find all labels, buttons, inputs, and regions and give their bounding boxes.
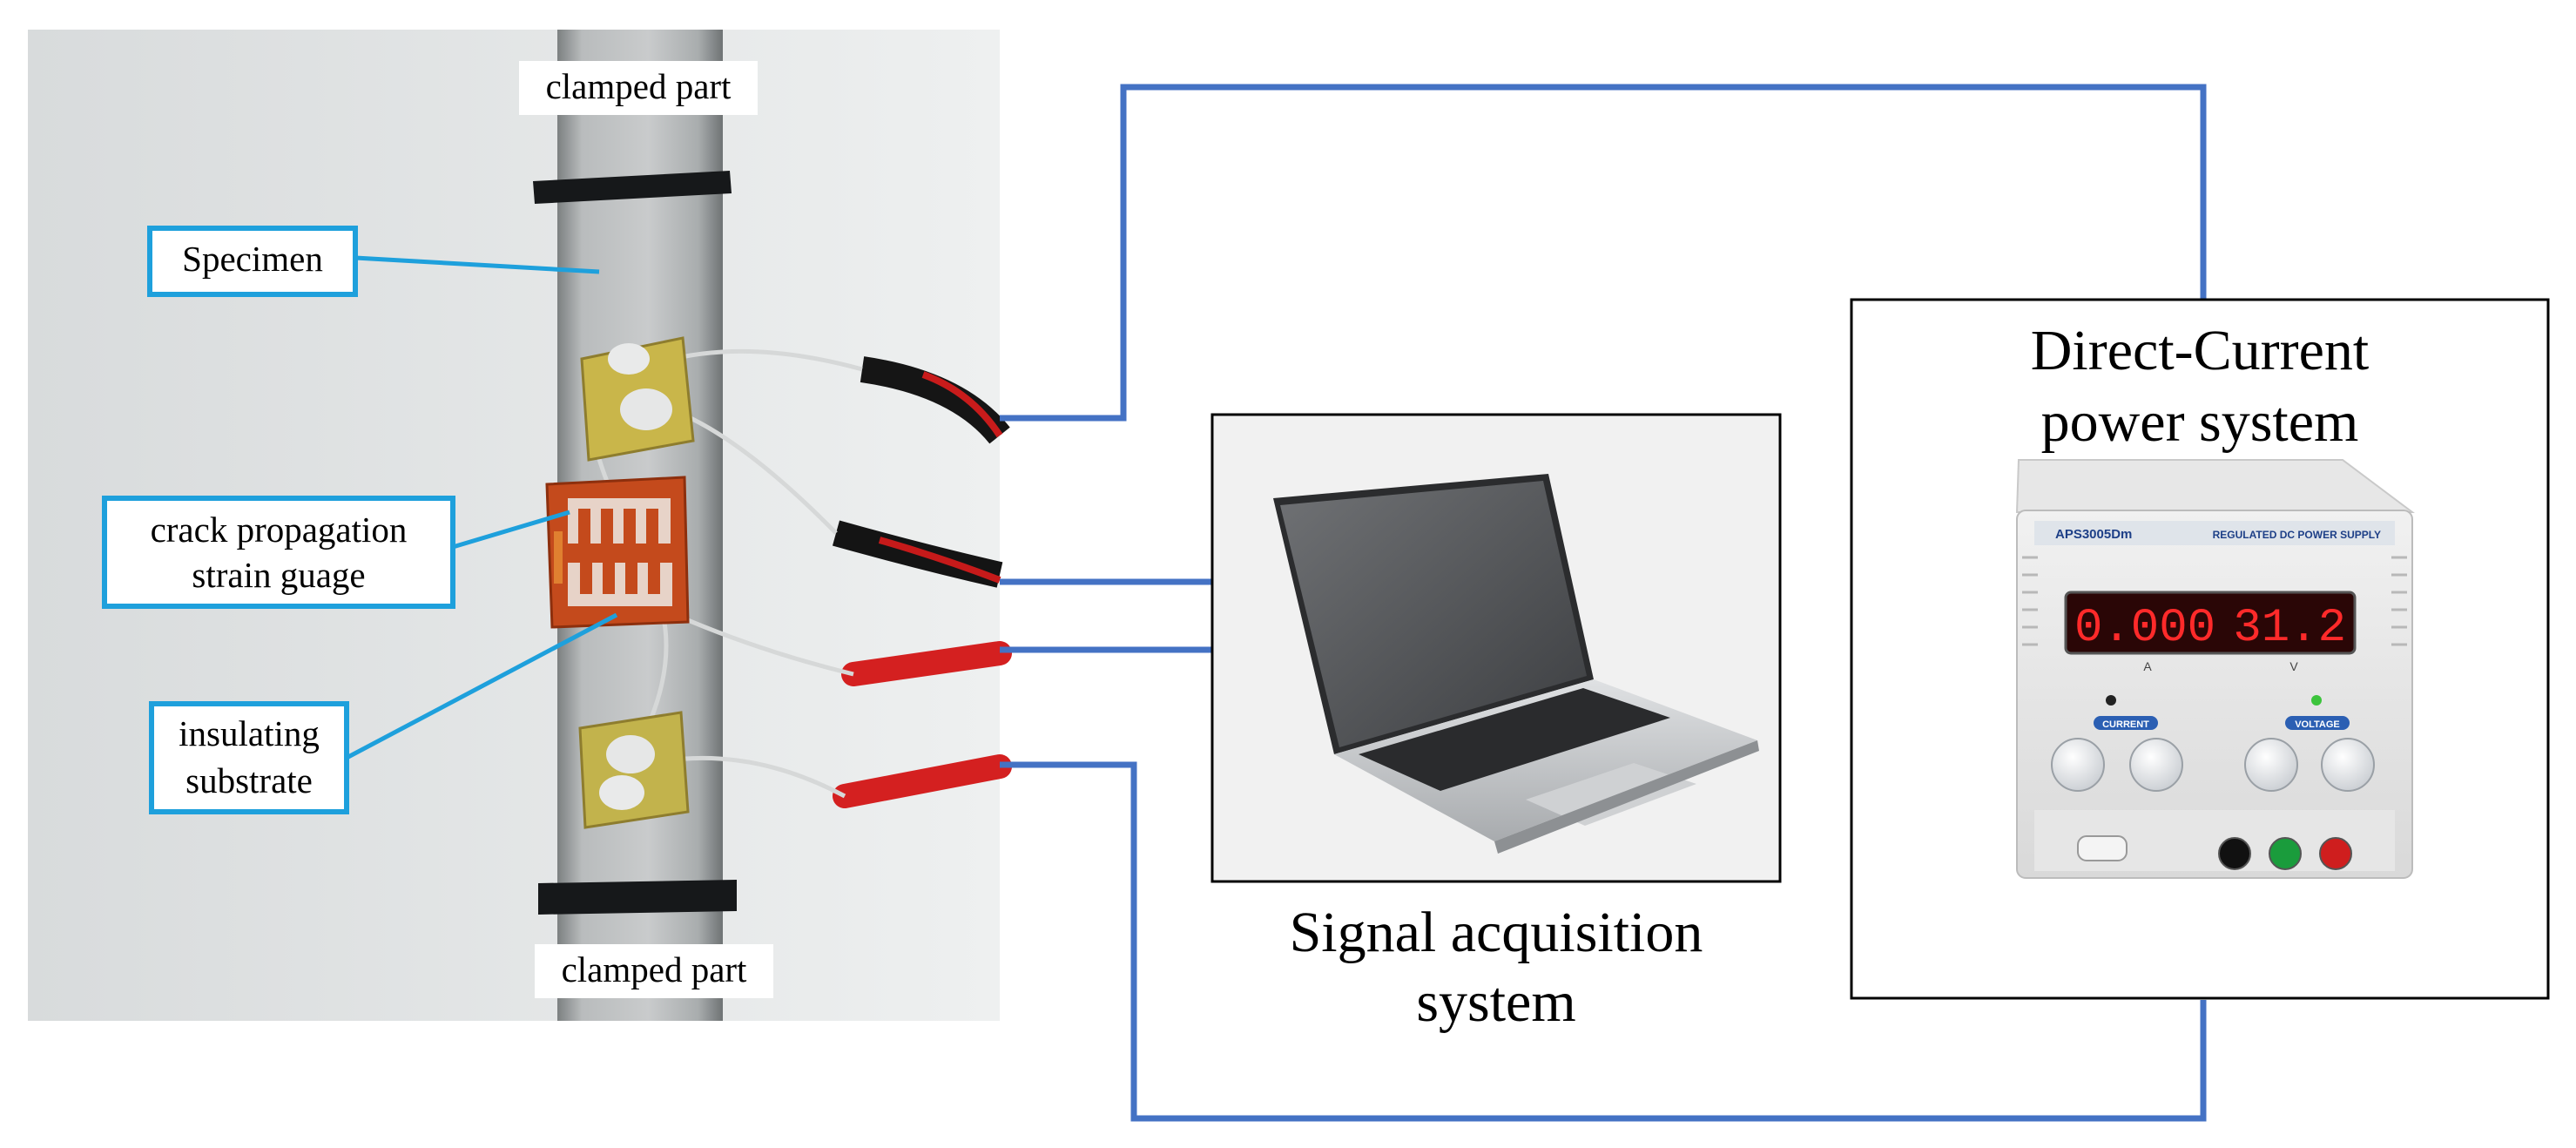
specimen-photo: clamped part clamped part Specimen crack…: [28, 30, 1012, 1021]
gauge-callout-box: [102, 496, 455, 609]
psu-voltage-reading: 31.2: [2233, 602, 2346, 655]
psu-cv-led: [2311, 695, 2322, 706]
power-system-title-line2: power system: [2041, 390, 2359, 454]
top-clamp-label-box: [519, 61, 758, 115]
psu-top-cover: [2015, 459, 2415, 513]
top-clamp-label: clamped part: [546, 66, 732, 106]
crack-gauge: [545, 476, 690, 629]
psu-terminal-red: [2319, 837, 2352, 870]
psu-voltage-unit: V: [2289, 659, 2298, 673]
psu-header-strip: [2034, 521, 2395, 545]
psu-voltage-knob-label: VOLTAGE: [2295, 719, 2340, 730]
connection-wires: [1000, 84, 2207, 1122]
substrate-callout-box: [149, 701, 349, 814]
laptop-base-edge: [1494, 740, 1759, 854]
gauge-leader-line: [452, 510, 570, 550]
psu-cc-led: [2106, 695, 2116, 706]
bottom-clamp-label-box: [535, 944, 773, 998]
solder-joint: [599, 775, 644, 810]
psu-vents: [2022, 556, 2407, 646]
psu-terminal-green: [2269, 837, 2302, 870]
current-label-pill: [2094, 716, 2158, 730]
substrate-callout-line1: insulating: [179, 713, 320, 753]
bottom-clamp-tape: [538, 880, 737, 915]
voltage-coarse-knob: [2244, 738, 2298, 792]
current-fine-knob: [2129, 738, 2183, 792]
power-system-title-line1: Direct-Current: [2031, 319, 2370, 382]
psu-current-unit: A: [2143, 659, 2152, 673]
bottom-clamp-label: clamped part: [562, 949, 747, 989]
wire-to-power-top: [1000, 84, 2207, 422]
cables: [832, 356, 1012, 808]
solder-joint: [608, 343, 650, 375]
psu-model: APS3005Dm: [2055, 527, 2132, 542]
psu-terminal-black: [2218, 837, 2251, 870]
psu-knobs: [2051, 738, 2375, 792]
psu-header-text: REGULATED DC POWER SUPPLY: [2213, 529, 2381, 541]
psu-display: [2064, 591, 2357, 655]
psu-power-switch: [2077, 835, 2128, 861]
signal-acquisition-system: Signal acquisition system: [1210, 413, 1782, 1034]
solder-joint: [606, 735, 655, 773]
laptop-keyboard: [1359, 688, 1670, 791]
wire-to-power-bottom: [1000, 761, 2207, 1122]
voltage-label-pill: [2285, 716, 2350, 730]
specimen-leader-line: [354, 255, 600, 274]
solder-joint: [620, 388, 672, 430]
current-coarse-knob: [2051, 738, 2105, 792]
substrate-callout-line2: substrate: [185, 760, 313, 800]
laptop-screen: [1280, 481, 1587, 747]
gauge-callout-line2: strain guage: [192, 555, 365, 595]
dc-power-system: Direct-Current power system APS3005Dm RE…: [1850, 298, 2550, 1000]
psu-current-reading: 0.000: [2074, 602, 2215, 655]
signal-system-label-line2: system: [1416, 970, 1575, 1034]
top-clamp-tape: [533, 171, 732, 204]
voltage-fine-knob: [2321, 738, 2375, 792]
gauge-callout-line1: crack propagation: [151, 510, 408, 550]
specimen-callout: Specimen: [182, 239, 323, 279]
signal-system-label-line1: Signal acquisition: [1290, 901, 1703, 964]
substrate-leader-line: [345, 612, 618, 760]
laptop-trackpad: [1526, 763, 1696, 826]
psu-current-knob-label: CURRENT: [2102, 719, 2149, 730]
specimen-callout-box: [147, 226, 358, 297]
